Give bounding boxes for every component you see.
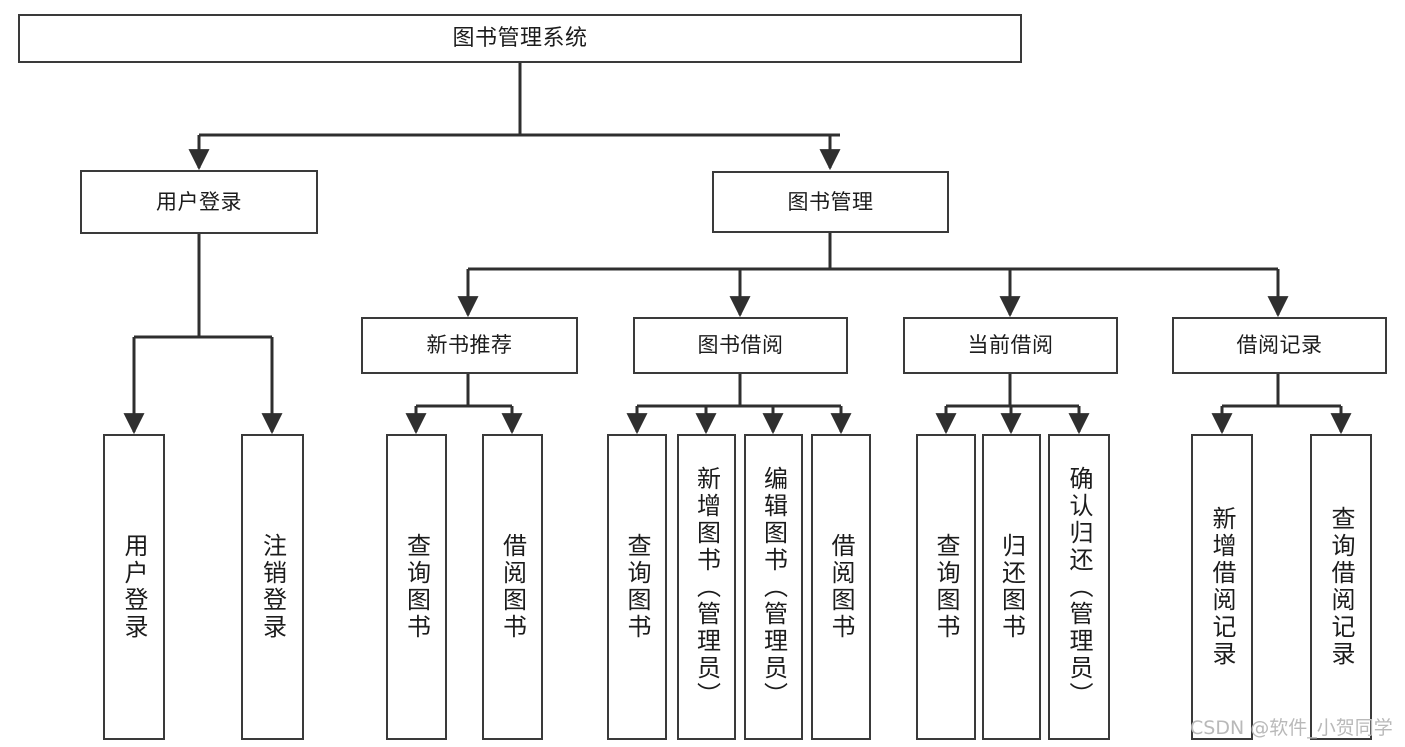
node-label: 新增借阅记录 <box>1208 506 1236 668</box>
node-label: 图书借阅 <box>697 333 784 358</box>
csdn-watermark: CSDN @软件_小贺同学 <box>1190 717 1393 739</box>
leaf-book-borrow-query-book[interactable]: 查询图书 <box>607 434 667 740</box>
leaf-book-borrow-edit-book-admin[interactable]: 编辑图书（管理员） <box>744 434 803 740</box>
node-book-borrow[interactable]: 图书借阅 <box>633 317 848 374</box>
node-label: 当前借阅 <box>967 333 1054 358</box>
leaf-user-login-logout[interactable]: 注销登录 <box>241 434 304 740</box>
node-label: 借阅记录 <box>1236 333 1323 358</box>
node-label: 编辑图书（管理员） <box>759 465 788 709</box>
node-label: 新增图书（管理员） <box>692 465 721 709</box>
node-label: 确认归还（管理员） <box>1065 465 1093 709</box>
leaf-current-borrow-confirm-return-admin[interactable]: 确认归还（管理员） <box>1048 434 1110 740</box>
node-label: 借阅图书 <box>827 533 855 641</box>
leaf-new-book-query-book[interactable]: 查询图书 <box>386 434 447 740</box>
node-root-book-management-system[interactable]: 图书管理系统 <box>18 14 1022 63</box>
node-label: 图书管理系统 <box>452 25 588 51</box>
leaf-user-login-login[interactable]: 用户登录 <box>103 434 165 740</box>
leaf-book-borrow-borrow-book[interactable]: 借阅图书 <box>811 434 871 740</box>
node-label: 查询图书 <box>402 533 431 641</box>
node-label: 新书推荐 <box>426 333 513 358</box>
leaf-borrow-record-add-record[interactable]: 新增借阅记录 <box>1191 434 1253 740</box>
leaf-current-borrow-return-book[interactable]: 归还图书 <box>982 434 1041 740</box>
node-label: 借阅图书 <box>498 533 527 641</box>
leaf-book-borrow-add-book-admin[interactable]: 新增图书（管理员） <box>677 434 736 740</box>
node-label: 查询图书 <box>932 533 960 641</box>
node-new-book-recommend[interactable]: 新书推荐 <box>361 317 578 374</box>
node-label: 用户登录 <box>156 189 242 214</box>
leaf-new-book-borrow-book[interactable]: 借阅图书 <box>482 434 543 740</box>
node-book-management[interactable]: 图书管理 <box>712 171 949 233</box>
node-label: 图书管理 <box>787 189 874 214</box>
node-label: 归还图书 <box>997 533 1026 641</box>
node-label: 注销登录 <box>258 533 287 641</box>
node-current-borrow[interactable]: 当前借阅 <box>903 317 1118 374</box>
node-label: 查询借阅记录 <box>1327 506 1355 668</box>
node-label: 查询图书 <box>623 533 651 641</box>
node-user-login[interactable]: 用户登录 <box>80 170 318 234</box>
node-label: 用户登录 <box>120 533 148 641</box>
node-borrow-record[interactable]: 借阅记录 <box>1172 317 1387 374</box>
leaf-current-borrow-query-book[interactable]: 查询图书 <box>916 434 976 740</box>
leaf-borrow-record-query-record[interactable]: 查询借阅记录 <box>1310 434 1372 740</box>
